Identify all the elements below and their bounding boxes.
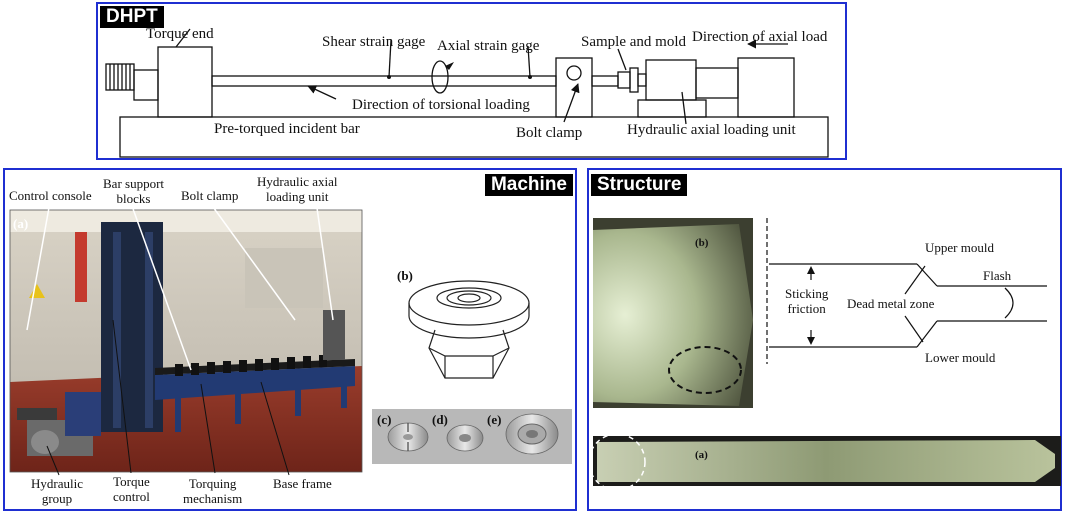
hydraulic-axial-label: Hydraulic axial loading unit — [257, 174, 338, 204]
shear-gage-label: Shear strain gage — [322, 34, 426, 50]
dead-metal-circle-a — [589, 433, 646, 491]
bolt-clamp — [555, 57, 593, 118]
dhpt-tag: DHPT — [100, 6, 164, 28]
dead-metal-circle-b — [668, 346, 742, 394]
bolt-clamp-drawing — [408, 280, 530, 379]
torque-control-label: Torque control — [113, 474, 150, 504]
sample-mold — [617, 71, 631, 89]
structure-figure — [589, 218, 1061, 491]
machine-beam — [155, 366, 355, 400]
dhpt-schematic — [105, 28, 829, 158]
micro-a-label: (a) — [695, 449, 708, 461]
upper-mould-label: Upper mould — [925, 240, 994, 255]
sample-mold-label: Sample and mold — [581, 34, 686, 50]
torsional-dir-label: Direction of torsional loading — [352, 97, 530, 113]
dhpt-panel: DHPT — [96, 2, 847, 160]
machine-photo — [9, 199, 572, 476]
part-e-label: (e) — [487, 412, 502, 427]
control-console-label: Control console — [9, 188, 92, 203]
micro-b-label: (b) — [695, 237, 709, 249]
dead-metal-zone-label: Dead metal zone — [847, 296, 935, 311]
torque-end-label: Torque end — [146, 26, 214, 42]
clamp-b-label: (b) — [397, 268, 413, 283]
part-c-label: (c) — [377, 412, 392, 427]
flash-label: Flash — [983, 268, 1012, 283]
incident-bar — [211, 75, 557, 87]
hydraulic-group-label: Hydraulic group — [31, 476, 83, 506]
hydraulic-unit — [645, 59, 697, 101]
photo-a-label: (a) — [13, 216, 29, 231]
machine-tag: Machine — [484, 174, 573, 196]
base-frame-label: Base frame — [273, 476, 332, 491]
base-frame — [119, 116, 829, 158]
torquing-mechanism-label: Torquing mechanism — [183, 476, 243, 506]
torque-end-block — [157, 46, 213, 118]
structure-panel: Structure — [587, 168, 1062, 511]
machine-column — [101, 222, 163, 432]
structure-tag: Structure — [591, 174, 688, 196]
hydraulic-unit-label: Hydraulic axial loading unit — [627, 122, 796, 138]
incident-bar-label: Pre-torqued incident bar — [214, 121, 360, 137]
part-d-label: (d) — [432, 412, 448, 427]
bolt-clamp-label: Bolt clamp — [516, 125, 583, 141]
sticking-friction-label: Sticking friction — [785, 286, 829, 316]
axial-gage-label: Axial strain gage — [437, 38, 540, 54]
bar-support-label: Bar support blocks — [103, 176, 165, 206]
lower-mould-label: Lower mould — [925, 350, 996, 365]
machine-panel: Machine — [3, 168, 577, 511]
machine-bolt-clamp-label: Bolt clamp — [181, 188, 239, 203]
axial-load-dir-label: Direction of axial load — [692, 29, 828, 45]
